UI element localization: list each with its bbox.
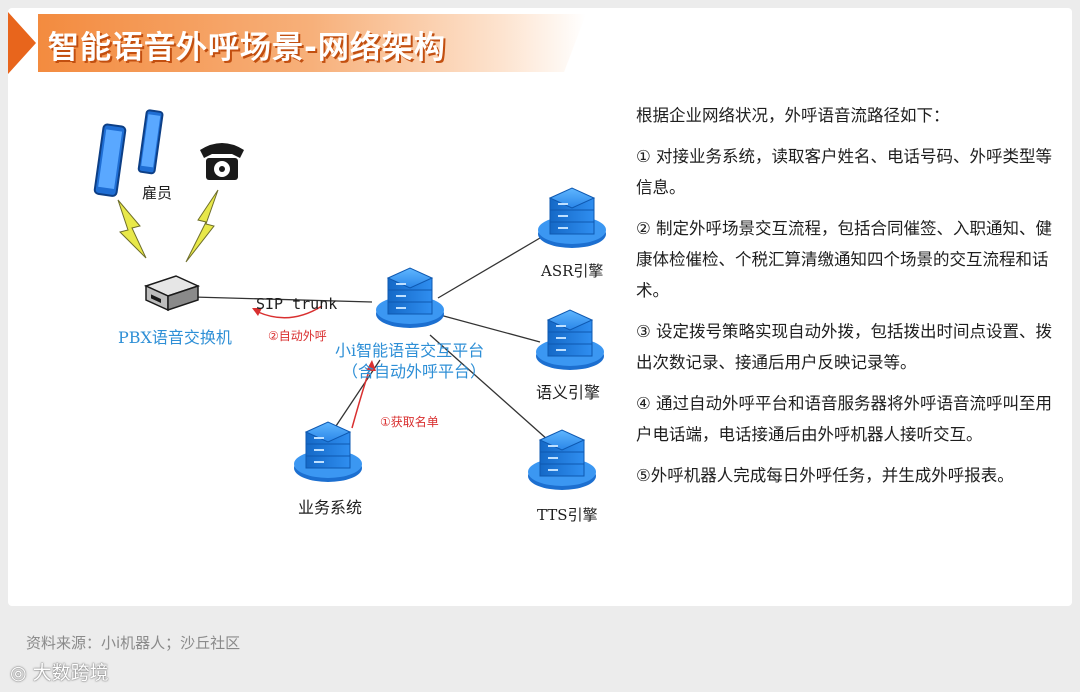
arrow-head-icon [252, 308, 262, 316]
pbx-label: PBX语音交换机 [118, 328, 232, 347]
asr-server-icon [537, 187, 607, 249]
get-list-label: ①获取名单 [380, 414, 439, 429]
arrow-head-icon [366, 360, 376, 371]
mobile-phone-icon [93, 123, 127, 197]
steps-panel: 根据企业网络状况，外呼语音流路径如下： ① 对接业务系统，读取客户姓名、电话号码… [636, 100, 1064, 501]
platform-label: 小i智能语音交互平台 [335, 341, 484, 360]
sip-trunk-label: SIP trunk [256, 295, 337, 313]
watermark: ◎ 大数跨境 [10, 658, 109, 685]
business-platform-link [331, 359, 381, 433]
asr-engine-label: ASR引擎 [540, 262, 603, 280]
pbx-switch-icon [143, 275, 201, 312]
employee-label: 雇员 [142, 184, 172, 202]
lightning-icon [117, 199, 147, 259]
tts-engine-label: TTS引擎 [537, 506, 598, 524]
get-list-arrow [351, 360, 376, 429]
platform-server-icon [375, 267, 445, 329]
step-item: ① 对接业务系统，读取客户姓名、电话号码、外呼类型等信息。 [636, 147, 1053, 197]
mobile-phone-icon [137, 109, 164, 175]
title-band [38, 14, 586, 72]
platform-semantic-link [439, 314, 541, 343]
tts-server-icon [527, 429, 597, 491]
watermark-text: 大数跨境 [32, 662, 109, 684]
step-item: ④ 通过自动外呼平台和语音服务器将外呼语音流呼叫至用户电话端，电话接通后由外呼机… [636, 394, 1053, 444]
lightning-icon [185, 189, 219, 263]
platform-asr-link [437, 237, 541, 299]
desk-telephone-icon [200, 143, 244, 180]
step-item: ⑤外呼机器人完成每日外呼任务，并生成外呼报表。 [636, 466, 1014, 485]
title-arrow-icon [8, 12, 36, 74]
step-item: ② 制定外呼场景交互流程，包括合同催签、入职通知、健康体检催检、个税汇算清缴通知… [636, 219, 1053, 300]
step-item: ③ 设定拨号策略实现自动外拨，包括拨出时间点设置、拨出次数记录、接通后用户反映记… [636, 322, 1053, 372]
steps-intro: 根据企业网络状况，外呼语音流路径如下： [636, 106, 950, 125]
platform-tts-link [429, 334, 549, 441]
content-card [8, 8, 1072, 606]
business-system-label: 业务系统 [298, 498, 362, 517]
business-server-icon [293, 421, 363, 483]
watermark-logo-icon: ◎ [10, 662, 33, 684]
page-title: 智能语音外呼场景-网络架构 [48, 30, 446, 66]
source-note: 资料来源：小i机器人；沙丘社区 [26, 634, 241, 652]
platform-sub-label: （含自动外呼平台） [342, 362, 486, 381]
auto-call-label: ②自动外呼 [268, 329, 327, 343]
title-banner: 智能语音外呼场景-网络架构 [8, 12, 588, 74]
semantic-engine-label: 语义引擎 [536, 383, 600, 402]
auto-call-arrow [252, 305, 323, 319]
connection-lines [192, 237, 549, 441]
semantic-server-icon [535, 309, 605, 371]
pbx-platform-link [192, 296, 373, 303]
